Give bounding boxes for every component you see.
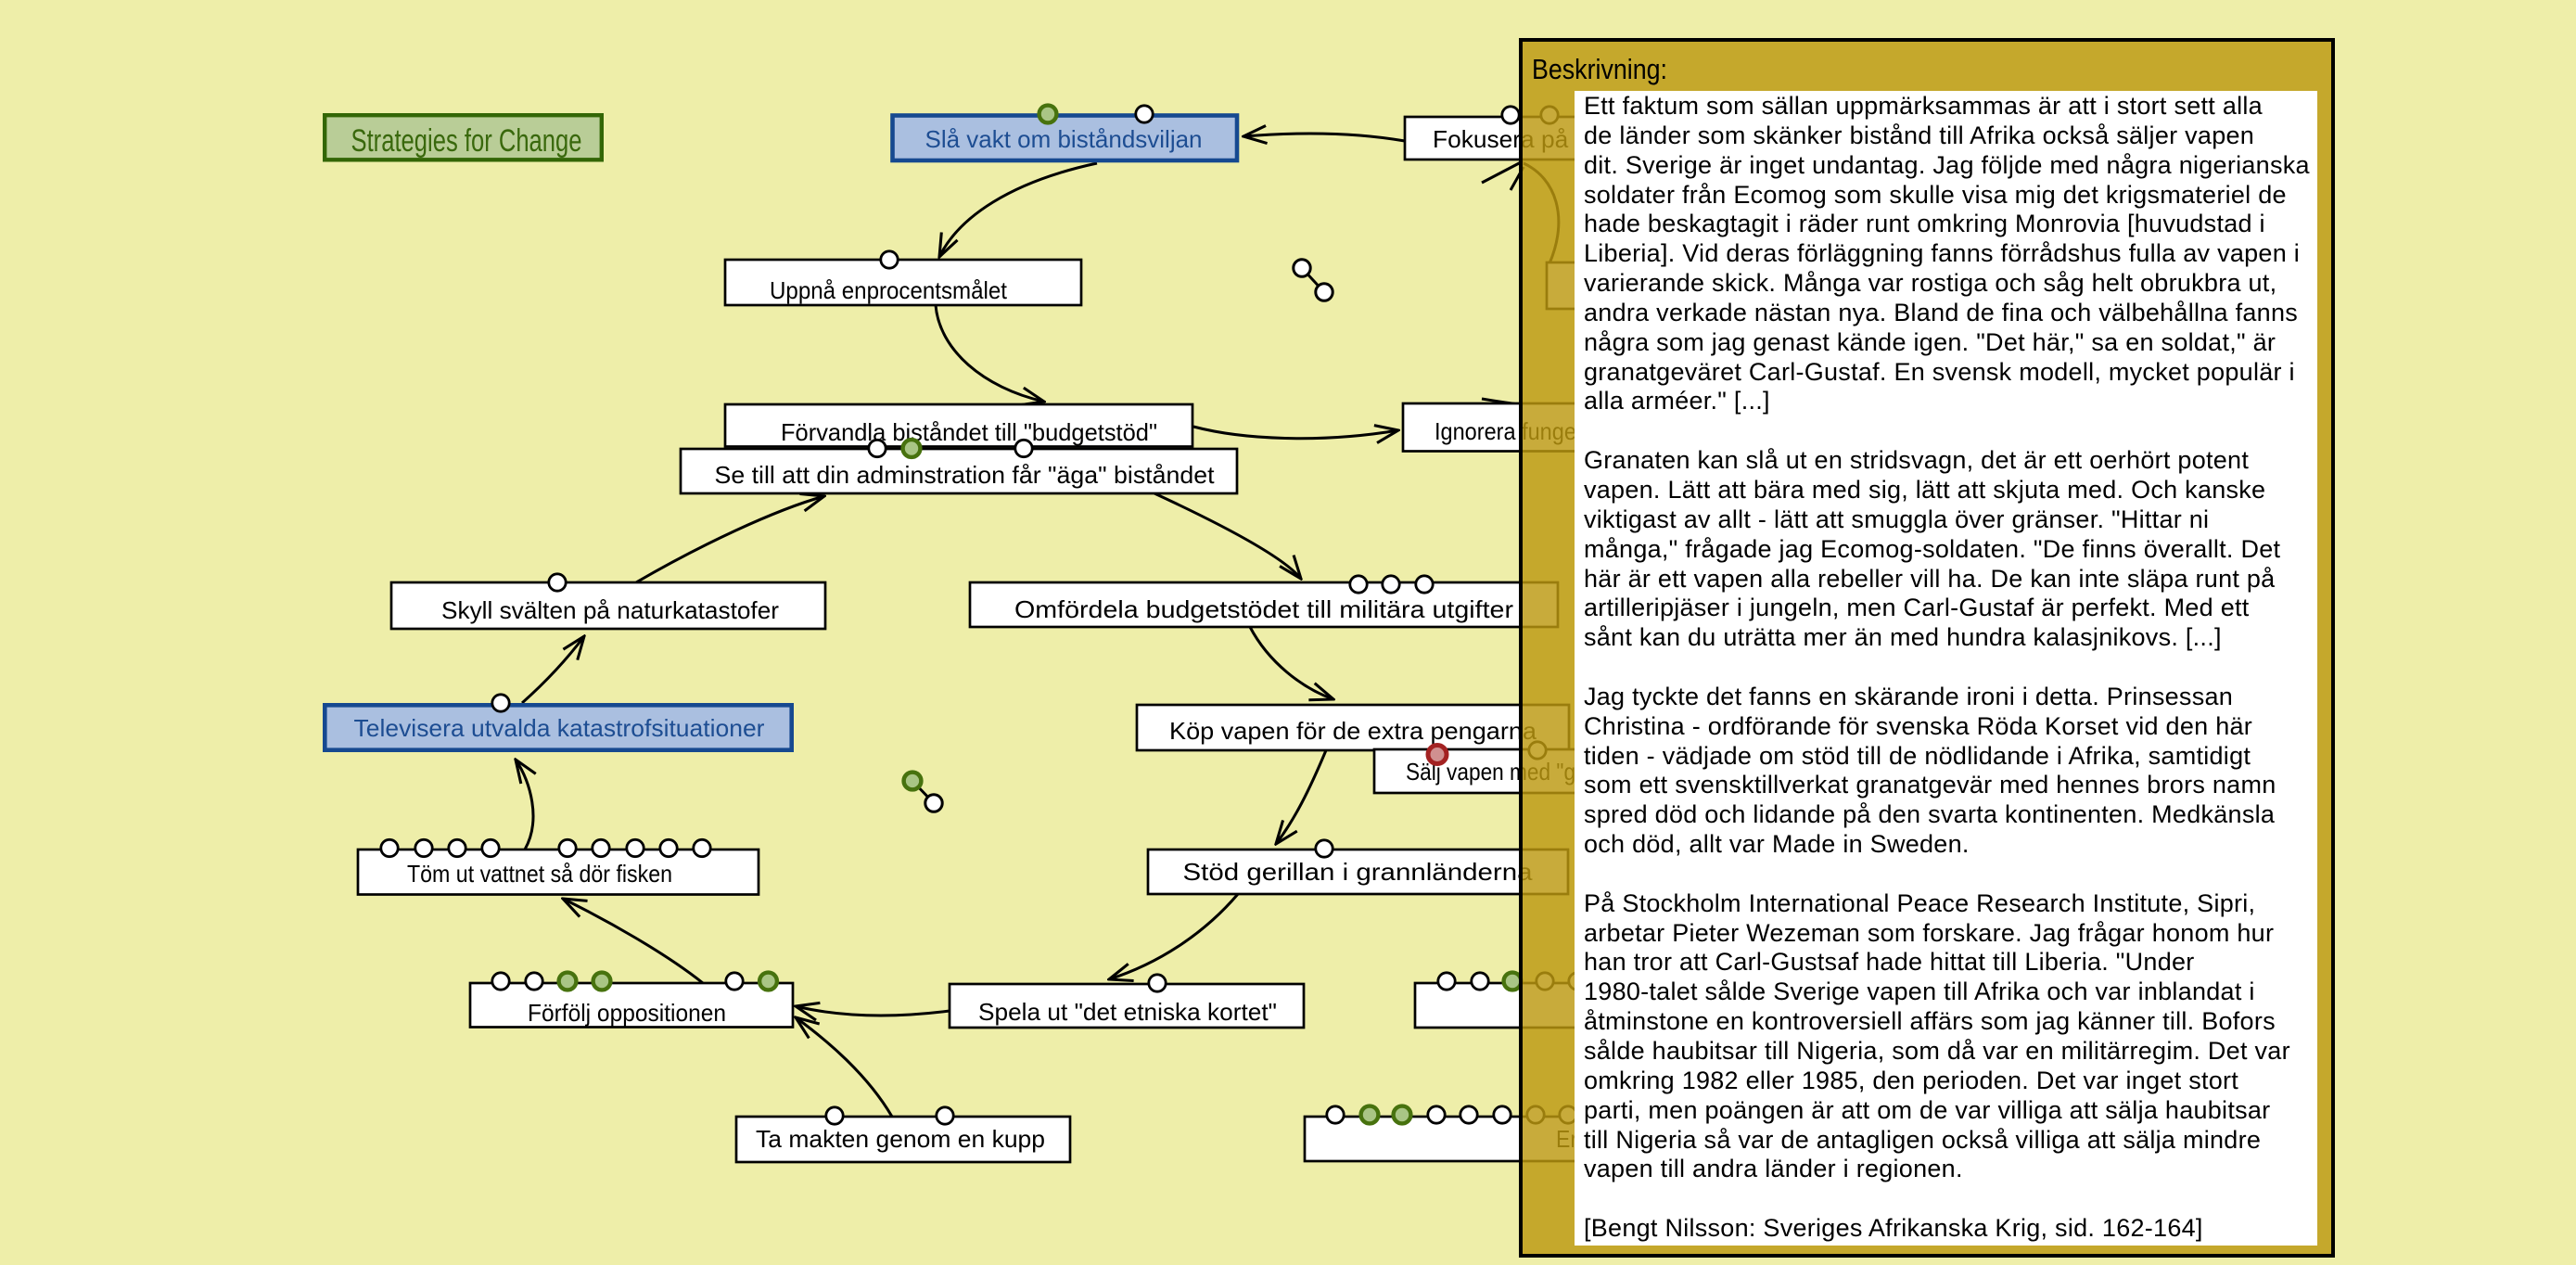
svg-text:Slå vakt om biståndsviljan: Slå vakt om biståndsviljan <box>925 125 1203 153</box>
svg-text:Förfölj oppositionen: Förfölj oppositionen <box>528 999 726 1027</box>
svg-text:Köp vapen för de extra pengarn: Köp vapen för de extra pengarna <box>1169 717 1537 745</box>
svg-text:Skyll svälten på naturkatastof: Skyll svälten på naturkatastofer <box>441 596 779 624</box>
svg-text:Spela ut "det etniska kortet": Spela ut "det etniska kortet" <box>978 998 1277 1026</box>
svg-text:Se till att din adminstration: Se till att din adminstration får "äga" … <box>715 461 1216 489</box>
svg-text:Stöd gerillan i grannländerna: Stöd gerillan i grannländerna <box>1183 858 1534 886</box>
svg-text:Ta makten genom en kupp: Ta makten genom en kupp <box>756 1125 1045 1153</box>
svg-text:Beskrivning:: Beskrivning: <box>1532 54 1667 85</box>
svg-text:Töm ut vattnet så dör fisken: Töm ut vattnet så dör fisken <box>407 860 672 888</box>
svg-text:Strategies for Change: Strategies for Change <box>351 123 582 159</box>
svg-text:Uppnå enprocentsmålet: Uppnå enprocentsmålet <box>770 276 1008 304</box>
svg-text:Förvandla biståndet till "budg: Förvandla biståndet till "budgetstöd" <box>781 418 1157 446</box>
svg-text:Omfördela budgetstödet till mi: Omfördela budgetstödet till militära utg… <box>1014 595 1513 623</box>
svg-text:Televisera utvalda katastrofsi: Televisera utvalda katastrofsituationer <box>354 714 765 742</box>
